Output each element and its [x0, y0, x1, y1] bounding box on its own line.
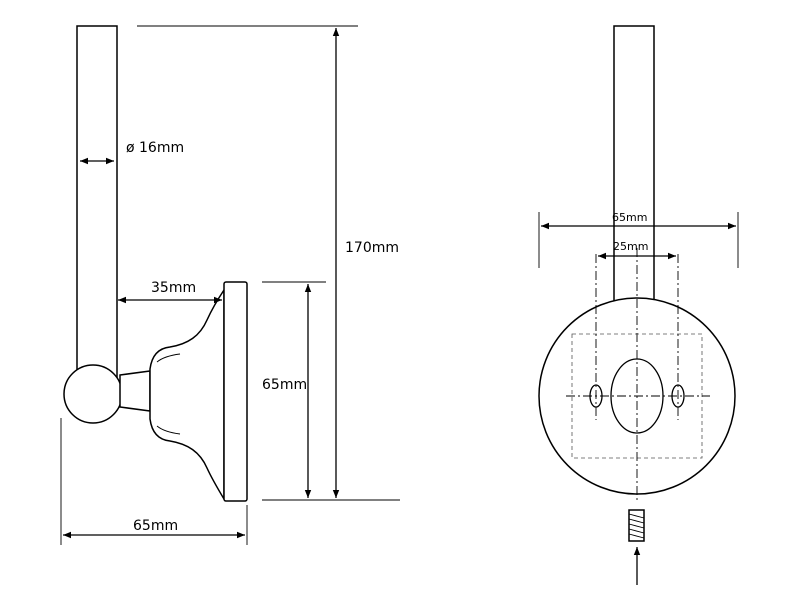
wall-plate [223, 281, 248, 502]
holder-rod [76, 25, 118, 379]
set-screw [628, 509, 645, 542]
hole-spacing-label: 25mm [613, 240, 648, 253]
diameter-label: ø 16mm [126, 140, 184, 156]
depth-label: 65mm [133, 518, 178, 534]
front-view: 65mm 25mm [538, 25, 739, 585]
plate-height-label: 65mm [262, 377, 307, 393]
offset-label: 35mm [151, 280, 196, 296]
decorative-base [149, 287, 225, 502]
support-arm [119, 370, 151, 412]
plate-width-label: 65mm [612, 211, 647, 224]
front-rod [613, 25, 655, 317]
height-label: 170mm [345, 240, 399, 256]
elbow-ball [63, 364, 123, 424]
side-view: ø 16mm 35mm 170mm 65mm 65mm [60, 25, 400, 545]
